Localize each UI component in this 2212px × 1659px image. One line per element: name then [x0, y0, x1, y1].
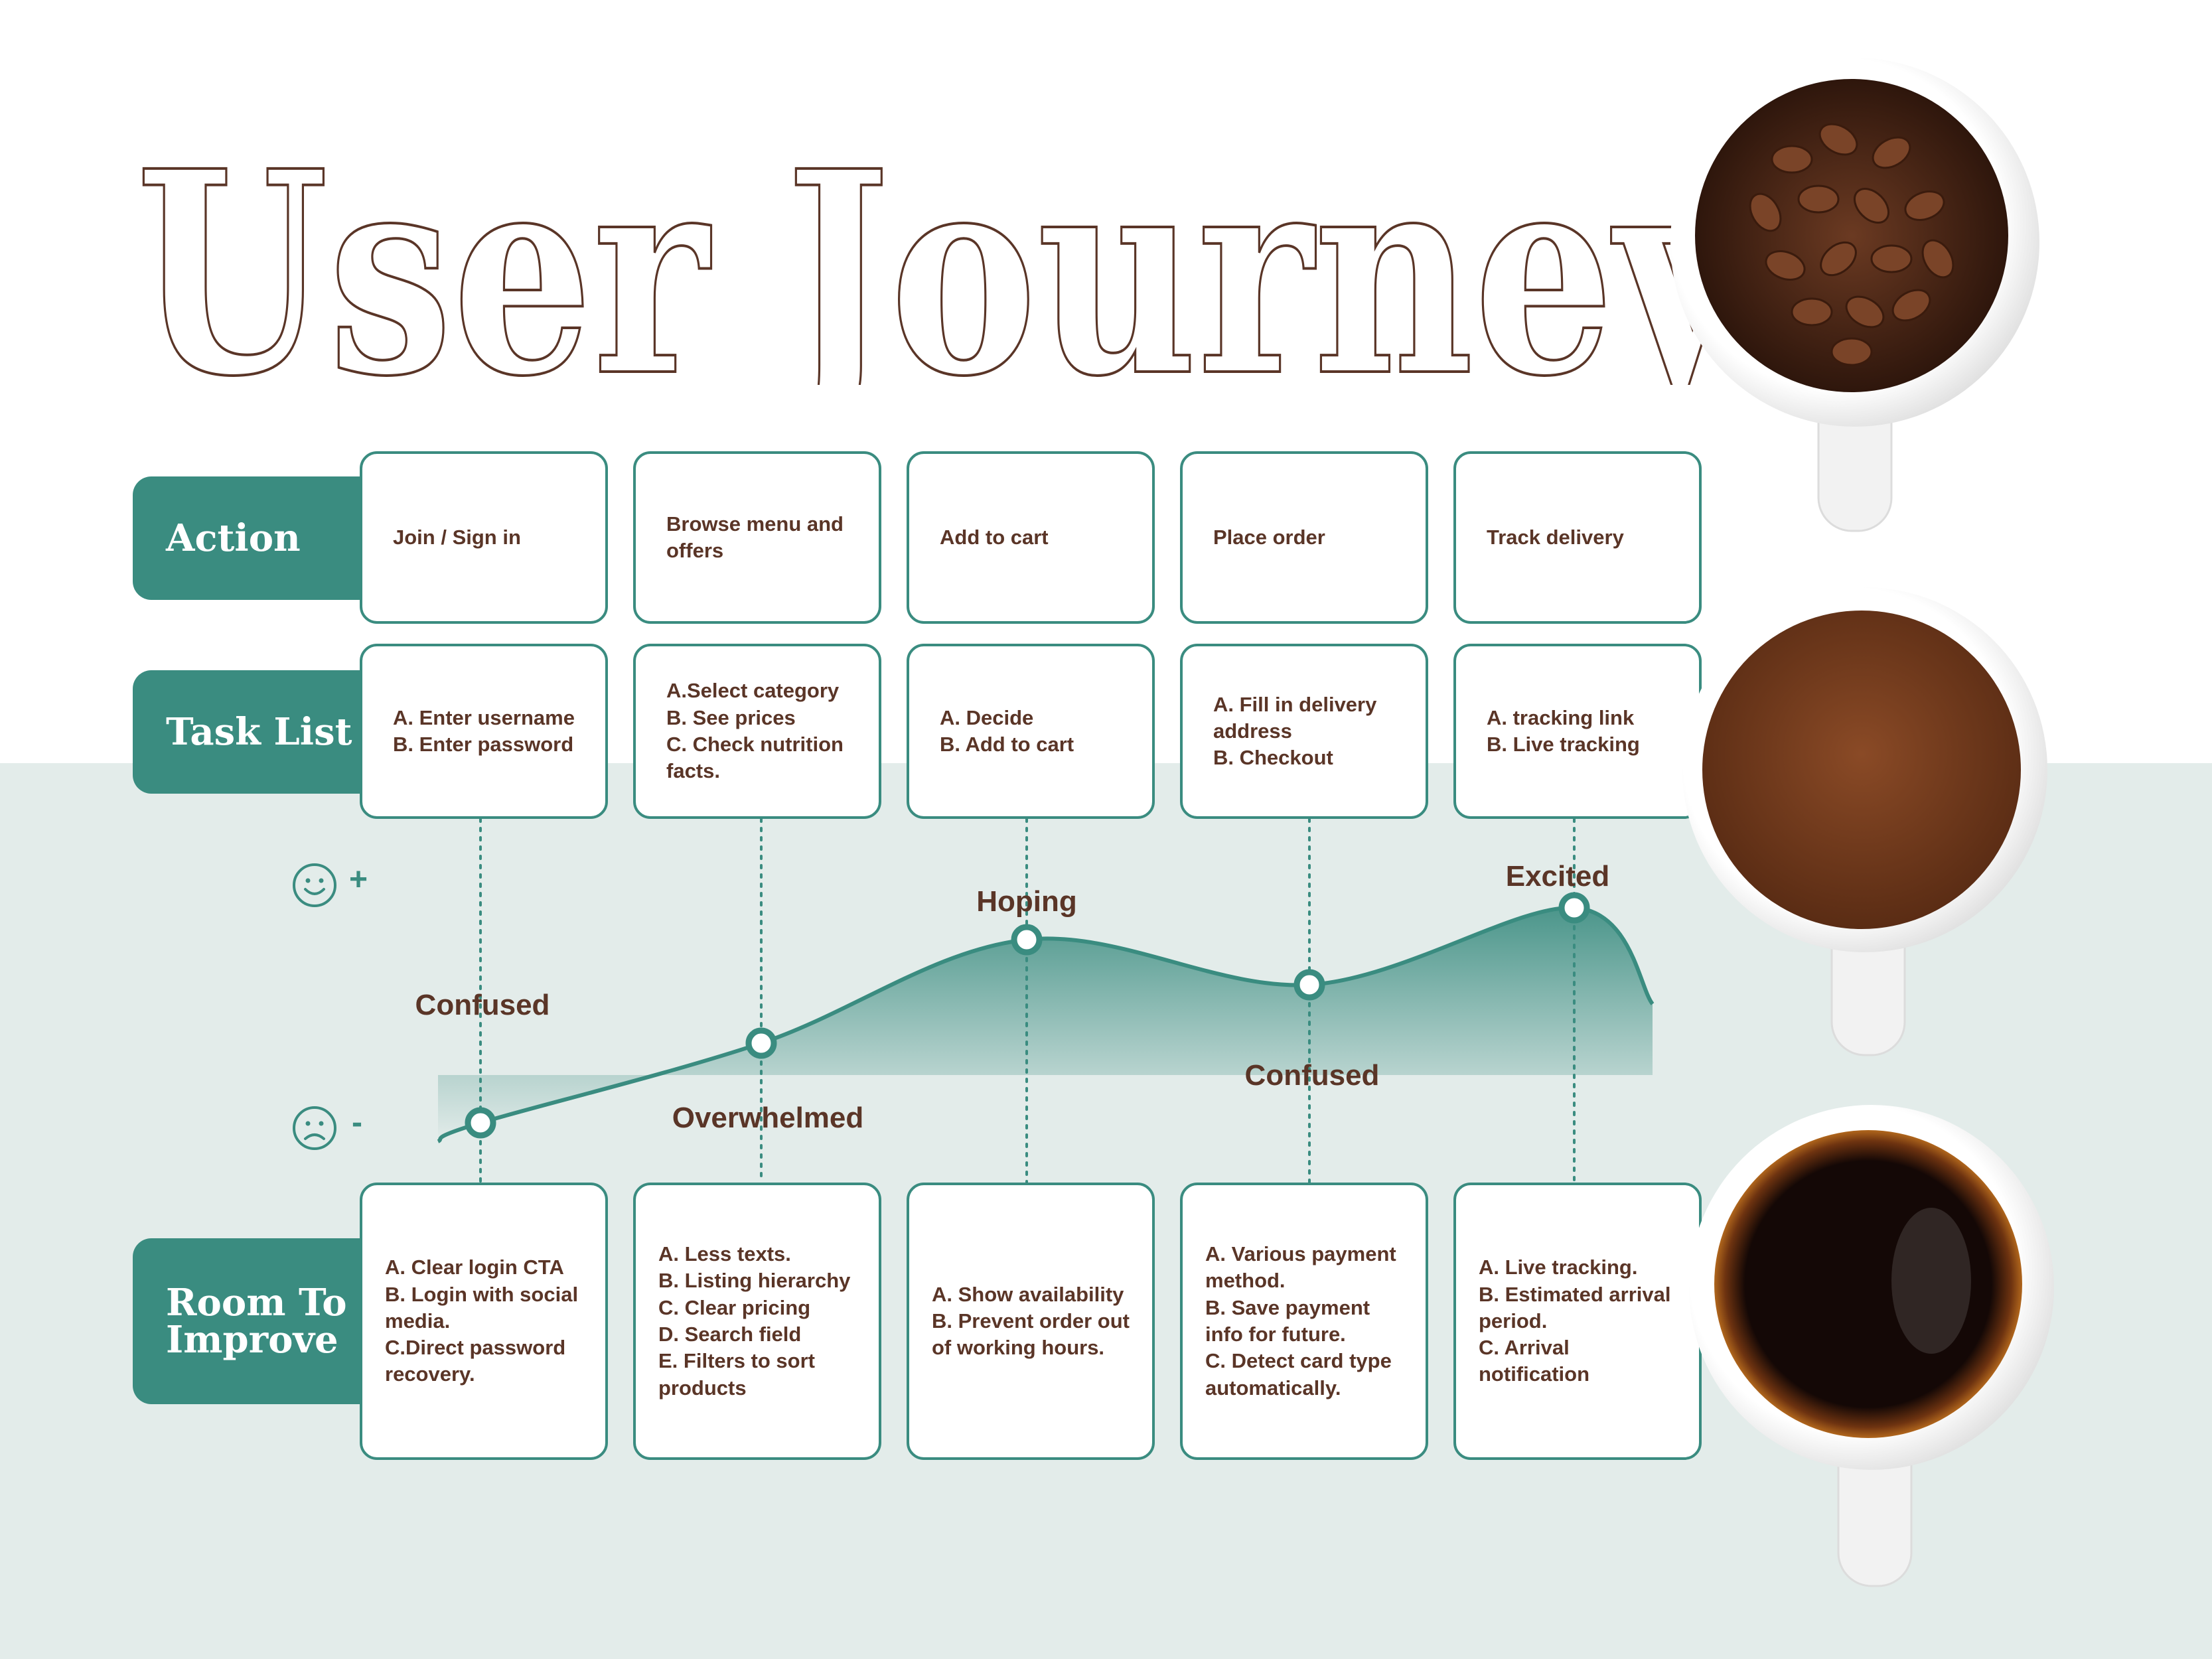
task-list-label-text: Task List — [166, 710, 352, 754]
emotion-point — [1558, 892, 1590, 924]
emotion-point — [1293, 969, 1325, 1001]
page-title: User Journey — [136, 159, 1742, 385]
improve-text: A. Various payment method. B. Save payme… — [1205, 1242, 1396, 1400]
smiley-face-icon — [292, 863, 337, 908]
action-text: Track delivery — [1487, 525, 1624, 549]
emotion-curve — [437, 905, 1655, 1143]
ground-coffee-cup-icon — [1672, 577, 2071, 1068]
improve-card: A. Live tracking. B. Estimated arrival p… — [1453, 1183, 1702, 1460]
action-text: Place order — [1213, 525, 1325, 549]
positive-sign: + — [349, 862, 368, 897]
task-card: A.Select category B. See prices C. Check… — [633, 644, 881, 819]
task-text: A.Select category B. See prices C. Check… — [666, 679, 844, 783]
task-card: A. Decide B. Add to cart — [907, 644, 1155, 819]
task-text: A. Enter username B. Enter password — [393, 705, 575, 756]
coffee-beans-cup-icon — [1659, 46, 2057, 551]
improve-text: A. Show availability B. Prevent order ou… — [932, 1282, 1130, 1360]
task-text: A. tracking link B. Live tracking — [1487, 705, 1640, 756]
action-text: Add to cart — [940, 525, 1049, 549]
sad-face-icon — [292, 1106, 337, 1151]
improve-card: A. Clear login CTA B. Login with social … — [360, 1183, 608, 1460]
action-card: Join / Sign in — [360, 451, 608, 624]
action-text: Join / Sign in — [393, 525, 521, 549]
emotion-area — [438, 907, 1653, 1141]
task-card: A. Fill in delivery address B. Checkout — [1180, 644, 1428, 819]
action-label-text: Action — [166, 516, 301, 560]
emotion-markers — [465, 892, 1590, 1139]
task-text: A. Fill in delivery address B. Checkout — [1213, 692, 1377, 770]
action-card: Place order — [1180, 451, 1428, 624]
action-card: Track delivery — [1453, 451, 1702, 624]
emotion-point — [1011, 924, 1043, 956]
room-to-improve-label-text: Room To Improve — [166, 1281, 347, 1362]
action-card: Add to cart — [907, 451, 1155, 624]
title-text: User Journey — [136, 159, 1742, 385]
emotion-point — [465, 1107, 496, 1139]
emotion-label: Confused — [1244, 1059, 1380, 1092]
improve-text: A. Live tracking. B. Estimated arrival p… — [1479, 1256, 1671, 1386]
emotion-label: Hoping — [976, 885, 1077, 918]
room-to-improve-row-label: Room To Improve — [133, 1238, 372, 1404]
action-text: Browse menu and offers — [666, 512, 844, 562]
task-card: A. Enter username B. Enter password — [360, 644, 608, 819]
task-text: A. Decide B. Add to cart — [940, 705, 1074, 756]
negative-sign: - — [352, 1105, 362, 1140]
improve-card: A. Show availability B. Prevent order ou… — [907, 1183, 1155, 1460]
action-row-label: Action — [133, 476, 372, 600]
emotion-label: Excited — [1505, 860, 1610, 893]
improve-text: A. Clear login CTA B. Login with social … — [385, 1256, 579, 1386]
improve-text: A. Less texts. B. Listing hierarchy C. C… — [658, 1242, 851, 1400]
task-card: A. tracking link B. Live tracking — [1453, 644, 1702, 819]
emotion-label: Confused — [415, 989, 550, 1021]
improve-card: A. Various payment method. B. Save payme… — [1180, 1183, 1428, 1460]
action-card: Browse menu and offers — [633, 451, 881, 624]
emotion-point — [745, 1027, 777, 1059]
improve-card: A. Less texts. B. Listing hierarchy C. C… — [633, 1183, 881, 1460]
task-list-row-label: Task List — [133, 670, 372, 794]
black-coffee-cup-icon — [1679, 1095, 2077, 1599]
emotion-label: Overwhelmed — [672, 1102, 864, 1134]
